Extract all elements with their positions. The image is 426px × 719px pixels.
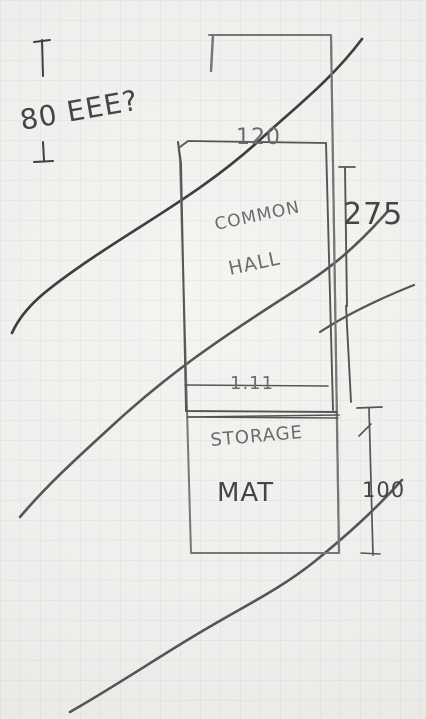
common-hall-top-line	[179, 140, 327, 148]
common-hall-label-line-1: COMMON	[213, 197, 302, 235]
divider-label: 1.11	[230, 373, 274, 394]
lower-diagonal-boundary-line	[68, 478, 404, 714]
right-diagonal-boundary-line	[318, 283, 416, 334]
storage-label: STORAGE	[210, 422, 304, 451]
upper-diagonal-boundary-line	[10, 37, 364, 335]
building-outline-right-wall	[329, 33, 341, 555]
common-hall-right-wall	[325, 142, 334, 411]
storage-height-tick-top	[358, 423, 372, 437]
storage-height-label: 100	[362, 478, 405, 502]
left-height-marker-top	[33, 39, 51, 77]
storage-height-tick-bottom	[360, 552, 381, 555]
building-outline-left-wall	[209, 33, 215, 73]
common-hall-height-label: 275	[343, 197, 403, 232]
common-hall-frame	[177, 141, 338, 413]
storage-top-line	[187, 416, 339, 419]
storage-height-dimension-line	[368, 407, 374, 556]
common-hall-height-dimension-line	[344, 167, 352, 403]
upper-room-divider	[184, 384, 329, 387]
middle-diagonal-boundary-line	[18, 209, 390, 519]
building-outline	[177, 34, 340, 554]
top-width-label: 120	[236, 125, 281, 150]
mat-label: MAT	[217, 478, 274, 508]
height-note: 80 EEE?	[17, 84, 140, 137]
left-height-marker-bottom	[33, 141, 54, 163]
common-hall-label-line-2: HALL	[226, 247, 282, 279]
